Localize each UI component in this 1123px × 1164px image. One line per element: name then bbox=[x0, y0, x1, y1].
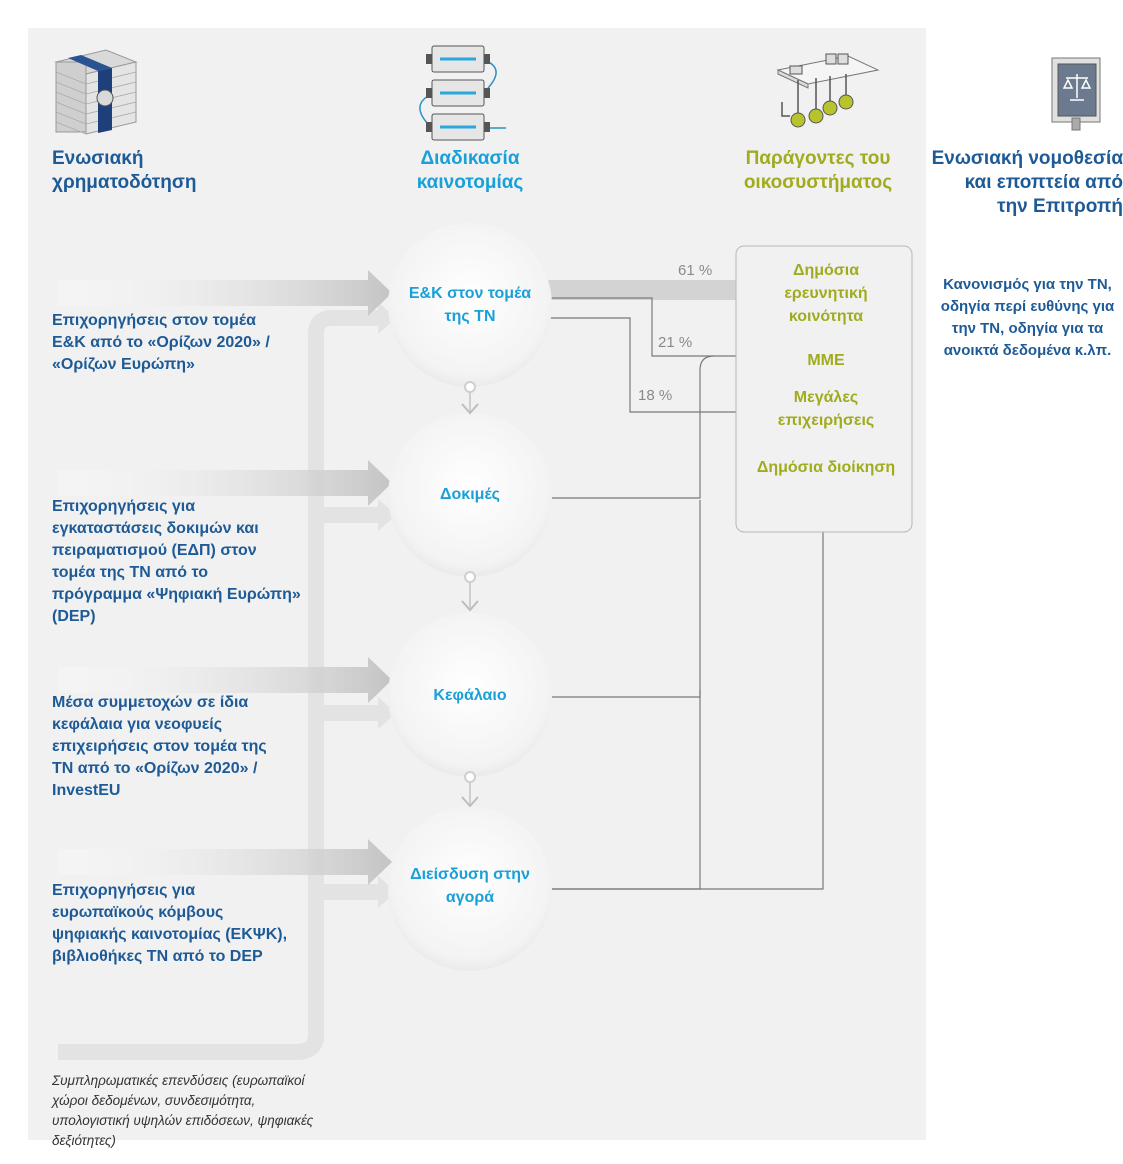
ecosystem-circuit-icon bbox=[776, 53, 880, 128]
ecosystem-actor-public-research: Δημόσια ερευνητική κοινότητα bbox=[784, 262, 868, 325]
ecosystem-box bbox=[735, 245, 913, 533]
stacked-banknotes-icon bbox=[54, 49, 138, 135]
column-title-funding: Ενωσιακή χρηματοδότηση bbox=[52, 148, 197, 193]
flow-lines bbox=[548, 297, 824, 890]
legislation-list: Κανονισμός για την ΤΝ, οδηγία περί ευθύν… bbox=[940, 276, 1115, 359]
complementary-flow bbox=[58, 302, 396, 1060]
stage-circles bbox=[388, 223, 552, 971]
column-title-legislation: Ενωσιακή νομοθεσία και εποπτεία από την … bbox=[931, 148, 1123, 217]
stage-label-market-uptake: Διείσδυση στην αγορά bbox=[410, 866, 530, 906]
share-band-61 bbox=[548, 266, 772, 314]
funding-item-equity-instruments: Μέσα συμμετοχών σε ίδια κεφάλαια για νεο… bbox=[52, 694, 267, 799]
ecosystem-actor-large-companies: Μεγάλες επιχειρήσεις bbox=[777, 389, 875, 429]
ecosystem-actor-public-administration: Δημόσια διοίκηση bbox=[756, 459, 896, 476]
share-label-research: 61 % bbox=[678, 262, 713, 279]
ecosystem-actor-sme: ΜΜΕ bbox=[807, 352, 845, 369]
stage-connectors bbox=[461, 381, 479, 808]
funding-item-tef-grants: Επιχορηγήσεις για εγκαταστάσεις δοκιμών … bbox=[52, 498, 301, 625]
share-label-sme: 21 % bbox=[658, 334, 693, 351]
column-title-innovation: Διαδικασία καινοτομίας bbox=[416, 148, 524, 193]
share-label-large-companies: 18 % bbox=[638, 387, 673, 404]
funding-item-edih-grants: Επιχορηγήσεις για ευρωπαϊκούς κόμβους ψη… bbox=[52, 882, 288, 965]
funding-arrows bbox=[58, 270, 392, 885]
column-title-ecosystem: Παράγοντες του οικοσυστήματος bbox=[743, 148, 893, 193]
complementary-investments-note: Συμπληρωματικές επενδύσεις (ευρωπαϊκοί χ… bbox=[52, 1073, 314, 1148]
legislation-book-icon bbox=[1051, 57, 1101, 131]
funding-item-horizon-grants: Επιχορηγήσεις στον τομέα Ε&Κ από το «Ορί… bbox=[52, 312, 270, 373]
stage-label-capital: Κεφάλαιο bbox=[433, 687, 507, 704]
stage-label-rnd: Ε&Κ στον τομέα της ΤΝ bbox=[408, 285, 532, 325]
process-cycle-icon bbox=[419, 45, 506, 141]
stage-label-testing: Δοκιμές bbox=[440, 486, 500, 503]
